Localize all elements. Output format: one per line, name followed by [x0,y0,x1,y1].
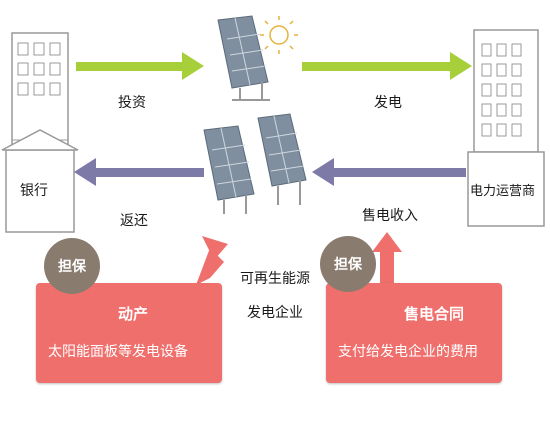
power-sales-contract-box: 售电合同 支付给发电企业的费用 [326,283,502,383]
collateral-arrow-left [196,236,228,285]
collateral-badge-left: 担保 [44,238,100,294]
bank-building-icon [1,32,79,233]
invest-arrow [76,52,204,80]
power-sales-contract-title: 售电合同 [404,305,465,323]
collateral-arrow-right [372,232,402,290]
renewable-energy-company-label: 可再生能源 发电企业 [240,262,310,330]
sales-income-arrow [312,158,466,186]
collateral-badge-right: 担保 [320,236,376,292]
movable-property-box: 动产 太阳能面板等发电设备 [36,283,222,383]
generate-label: 发电 [374,95,402,111]
solar-panel-icon [257,113,307,205]
generate-arrow [302,52,472,80]
power-company-building-icon [467,29,545,227]
movable-property-title: 动产 [118,305,149,323]
repay-label: 返还 [120,213,148,229]
bank-label: 银行 [20,183,48,199]
repay-arrow [74,158,204,186]
center-label-line1: 可再生能源 [240,271,310,287]
movable-property-subtitle: 太阳能面板等发电设备 [48,344,188,360]
center-label-line2: 发电企业 [247,305,303,321]
sales-income-label: 售电收入 [362,208,418,224]
solar-panel-icon [217,15,270,101]
power-company-label: 电力运营商 [470,184,536,199]
invest-label: 投资 [118,95,146,111]
power-sales-contract-subtitle: 支付给发电企业的费用 [338,344,478,360]
solar-panel-icon [203,125,255,214]
sun-icon [260,16,298,54]
